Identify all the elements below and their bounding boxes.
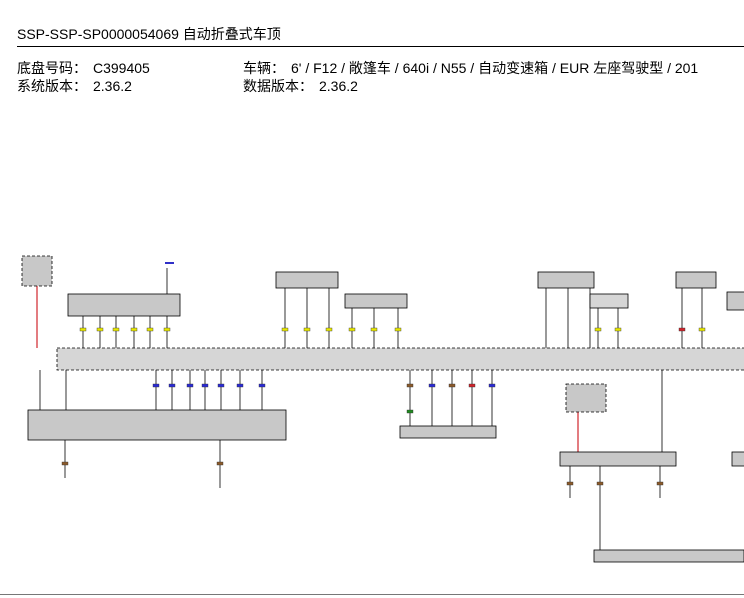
connector-right-c-0	[678, 327, 686, 332]
module-center-upper	[275, 271, 339, 289]
connector-act-mid-6	[258, 383, 266, 388]
module-bus-bar	[56, 347, 744, 371]
module-sensor-right	[565, 383, 607, 413]
data-version: 数据版本： 2.36.2	[243, 76, 358, 96]
connector-pump-2	[448, 383, 456, 388]
connector-pump-4	[488, 383, 496, 388]
connector-ctrl-down-1	[596, 481, 604, 486]
connector-ctrl-down-0	[566, 481, 574, 486]
chassis-number-label: 底盘号码：	[17, 60, 87, 76]
chassis-number: 底盘号码： C399405	[17, 58, 150, 78]
connector-act-mid-3	[201, 383, 209, 388]
vehicle-value: 6' / F12 / 敞篷车 / 640i / N55 / 自动变速箱 / EU…	[291, 60, 699, 76]
connector-act-mid-4	[217, 383, 225, 388]
connector-right-b-0	[594, 327, 602, 332]
connector-ctrl-down-2	[656, 481, 664, 486]
connector-act-mid-5	[236, 383, 244, 388]
connector-act-down-right	[216, 461, 224, 466]
connector-switch-left-0	[79, 327, 87, 332]
connector-center-lower-2	[394, 327, 402, 332]
module-center-lower	[344, 293, 408, 309]
system-version: 系统版本： 2.36.2	[17, 76, 132, 96]
module-layer	[21, 255, 744, 563]
module-right-c	[675, 271, 717, 289]
connector-pump-3	[468, 383, 476, 388]
connector-act-mid-0	[152, 383, 160, 388]
system-version-label: 系统版本：	[17, 78, 87, 94]
document-title: SSP-SSP-SP0000054069 自动折叠式车顶	[17, 26, 281, 42]
title-divider	[17, 46, 744, 47]
connector-pump-1	[428, 383, 436, 388]
connector-act-mid-2	[186, 383, 194, 388]
chassis-number-value: C399405	[93, 60, 150, 76]
connector-center-upper-2	[325, 327, 333, 332]
module-pump-block-center	[399, 425, 497, 439]
connector-pump-0	[406, 383, 414, 388]
connector-act-down-left	[61, 461, 69, 466]
connector-center-upper-0	[281, 327, 289, 332]
data-version-label: 数据版本：	[243, 78, 313, 94]
connector-right-b-1	[614, 327, 622, 332]
connector-switch-left-3	[130, 327, 138, 332]
connector-right-c-1	[698, 327, 706, 332]
module-bottom-right	[593, 549, 744, 563]
system-version-value: 2.36.2	[93, 78, 132, 94]
data-version-value: 2.36.2	[319, 78, 358, 94]
module-right-a	[537, 271, 595, 289]
connector-pump-green	[406, 409, 414, 414]
connector-center-upper-1	[303, 327, 311, 332]
connector-switch-left-5	[163, 327, 171, 332]
connector-act-mid-1	[168, 383, 176, 388]
module-right-edge-lower	[731, 451, 744, 467]
connector-switch-left-1	[96, 327, 104, 332]
module-switch-unit-left	[67, 293, 181, 317]
module-right-b	[589, 293, 629, 309]
connector-switch-left-2	[112, 327, 120, 332]
vehicle-label: 车辆：	[243, 60, 285, 76]
connector-layer	[61, 262, 706, 486]
connector-switch-left-4	[146, 327, 154, 332]
vehicle-info: 车辆： 6' / F12 / 敞篷车 / 640i / N55 / 自动变速箱 /…	[243, 58, 698, 78]
link-label-left-top	[165, 262, 174, 264]
connector-center-lower-1	[370, 327, 378, 332]
module-sensor-top-left	[21, 255, 53, 287]
wiring-schematic[interactable]	[0, 240, 744, 594]
connector-center-lower-0	[348, 327, 356, 332]
module-actuator-block-left	[27, 409, 287, 441]
module-controller-right	[559, 451, 677, 467]
page-bottom-divider	[0, 594, 744, 595]
module-right-edge	[726, 291, 744, 311]
